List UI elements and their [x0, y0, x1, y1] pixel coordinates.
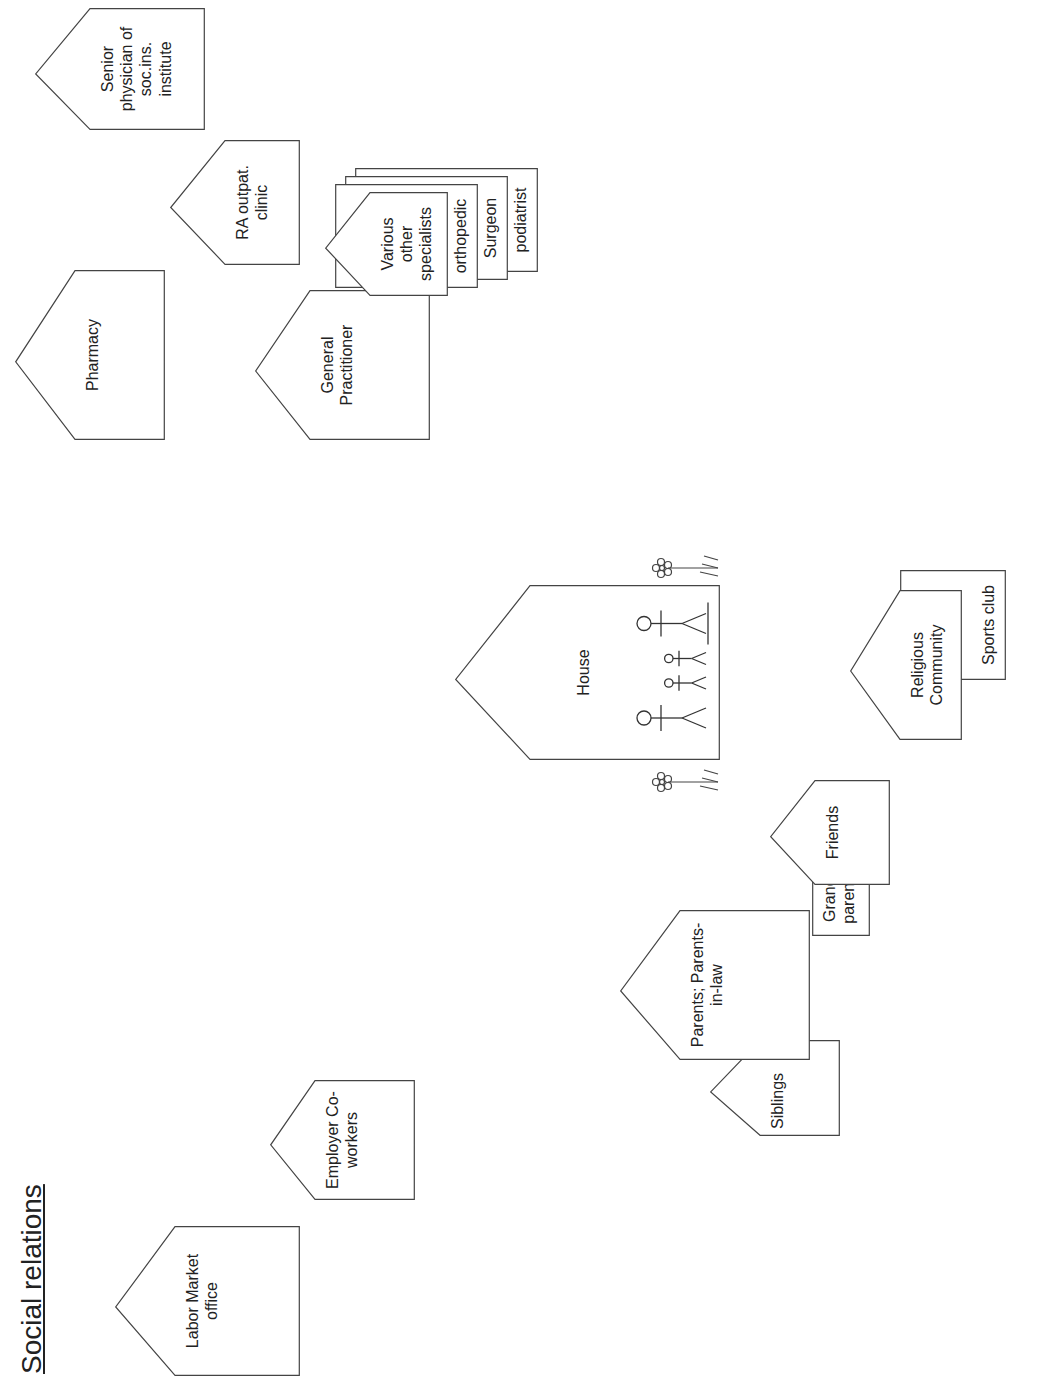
house-node: Pharmacy	[15, 270, 165, 440]
house-node: RA outpat. clinic	[170, 140, 300, 265]
house-node: Friends	[770, 780, 890, 885]
outline-path	[36, 9, 205, 130]
node-text: Friends	[819, 780, 846, 885]
house-outline	[270, 1080, 415, 1200]
node-text: Pharmacy	[79, 270, 106, 440]
house-node: Various other specialists	[325, 192, 448, 296]
node-text: House	[570, 585, 597, 760]
node-text: Various other specialists	[374, 192, 440, 296]
house-node: Labor Market office	[115, 1226, 300, 1376]
outline-path	[771, 781, 890, 885]
node-text: orthopedic	[447, 184, 474, 288]
outline-path	[356, 169, 538, 272]
node-text: Employer Co-workers	[319, 1080, 365, 1200]
outline-path	[621, 911, 810, 1060]
outline-path	[851, 591, 962, 740]
node-text: RA outpat. clinic	[229, 140, 275, 265]
outline-path	[256, 291, 430, 440]
node-text: Senior physician of soc.ins. institute	[94, 8, 179, 130]
outline-path	[336, 185, 478, 288]
outline-path	[901, 571, 1006, 680]
node-text: Labor Market office	[179, 1226, 225, 1376]
house-node: Parents; Parents-in-law	[620, 910, 810, 1060]
node-text: Sports club	[975, 570, 1002, 680]
house-node: Employer Co-workers	[270, 1080, 415, 1200]
outline-path	[456, 586, 720, 760]
house-node: Religious Community	[850, 590, 962, 740]
diagram-title: Social relations	[16, 1184, 48, 1374]
outline-path	[16, 271, 165, 440]
house-node: House	[455, 585, 720, 760]
house-outline	[850, 590, 962, 740]
node-text: Parents; Parents-in-law	[684, 910, 730, 1060]
node-text: podiatrist	[507, 168, 534, 272]
node-text: Religious Community	[904, 590, 950, 740]
outline-path	[271, 1081, 415, 1200]
house-node: Senior physician of soc.ins. institute	[35, 8, 205, 130]
outline-path	[346, 177, 508, 280]
house-node: General Practitioner	[255, 290, 430, 440]
node-text: Surgeon	[477, 176, 504, 280]
node-text: General Practitioner	[314, 290, 360, 440]
outline-path	[171, 141, 300, 265]
outline-path	[116, 1227, 300, 1376]
